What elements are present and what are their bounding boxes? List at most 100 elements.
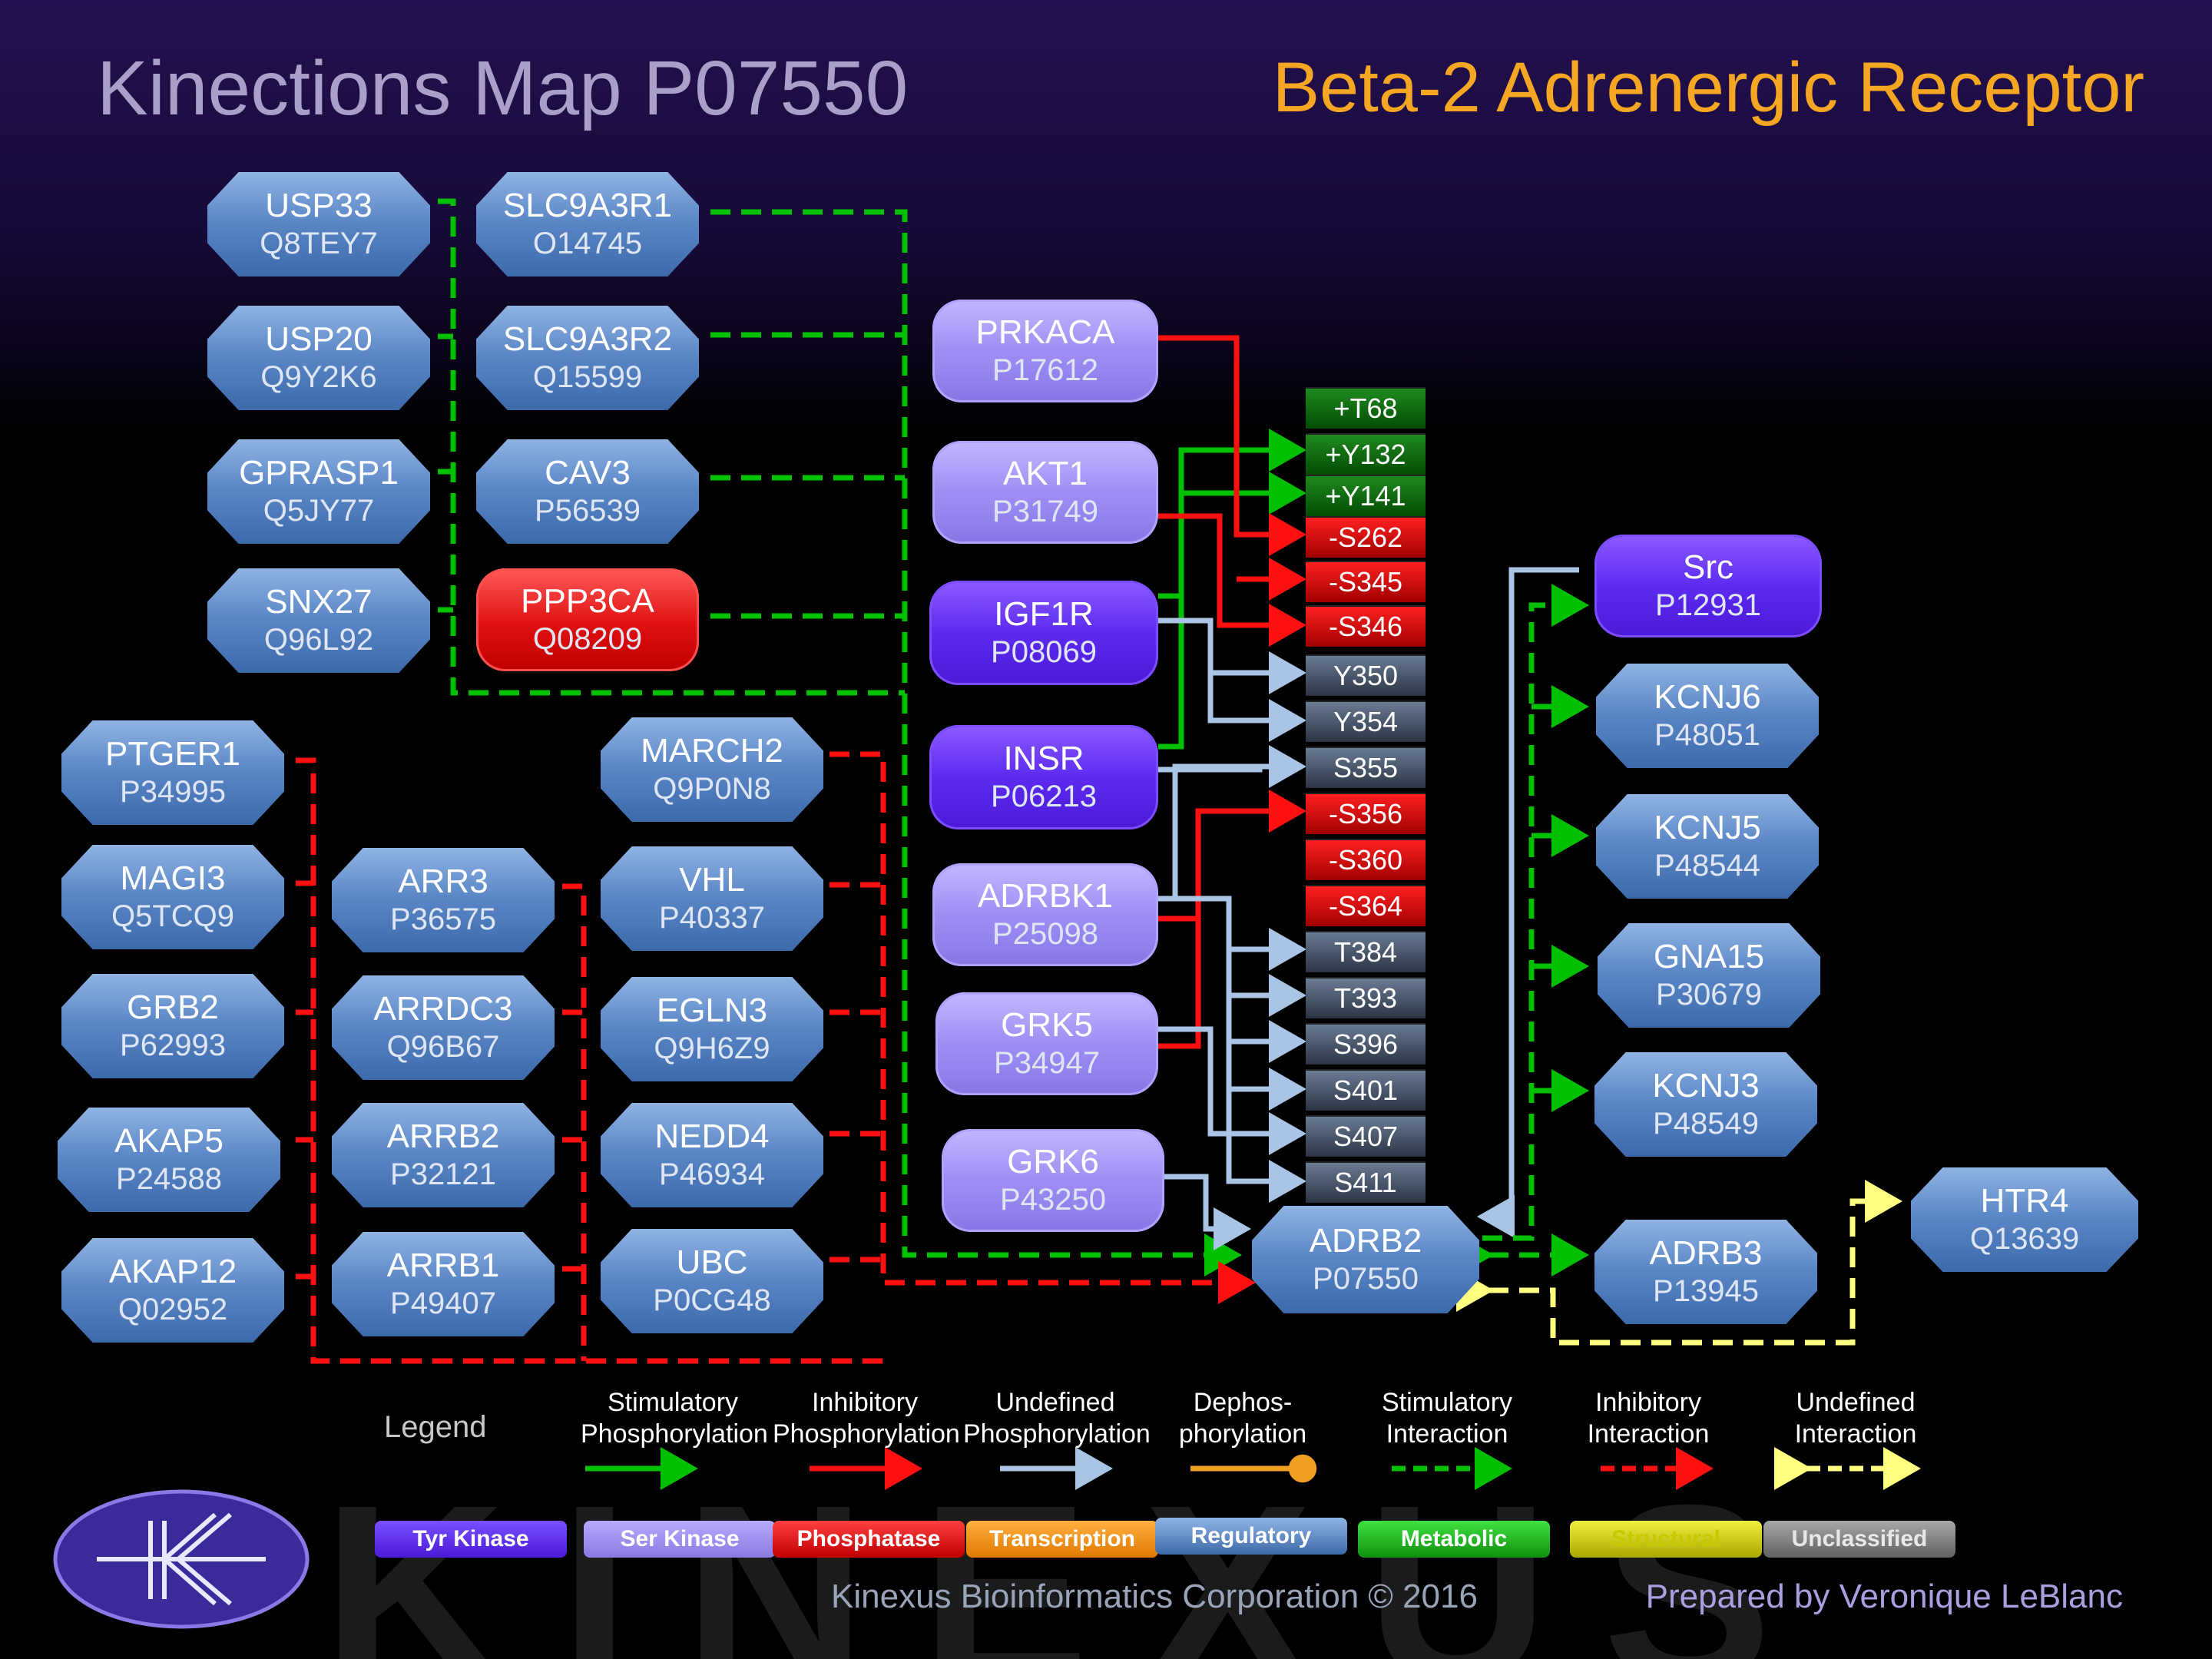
phosphosite[interactable]: Y354 bbox=[1306, 700, 1426, 742]
protein-id-label: Q13639 bbox=[1969, 1222, 2080, 1257]
kinexus-logo-icon bbox=[53, 1489, 310, 1629]
phosphosite[interactable]: S396 bbox=[1306, 1023, 1426, 1065]
phosphosite[interactable]: S355 bbox=[1306, 747, 1426, 788]
protein-id-label: P48051 bbox=[1654, 718, 1760, 753]
protein-id-label: Q15599 bbox=[532, 360, 643, 395]
protein-name-label: SLC9A3R2 bbox=[502, 320, 673, 359]
protein-id-label: P49407 bbox=[390, 1286, 496, 1321]
phosphosite[interactable]: +T68 bbox=[1306, 387, 1426, 429]
protein-id-label: P30679 bbox=[1656, 978, 1762, 1012]
legend-label-line: Undefined bbox=[1796, 1388, 1916, 1417]
protein-id-label: P34995 bbox=[120, 775, 226, 810]
protein-id-label: P25098 bbox=[992, 917, 1098, 952]
phosphosite[interactable]: -S360 bbox=[1306, 839, 1426, 880]
protein-name-label: AKT1 bbox=[1002, 455, 1088, 493]
protein-name-label: ADRB2 bbox=[1309, 1222, 1422, 1260]
protein-id-label: Q5TCQ9 bbox=[111, 899, 235, 934]
footer-copyright: Kinexus Bioinformatics Corporation © 201… bbox=[831, 1578, 1478, 1615]
legend-item-dephosphorylation: Dephos-phorylation bbox=[1151, 1387, 1335, 1450]
protein-id-label: Q02952 bbox=[118, 1293, 228, 1327]
protein-id-label: P31749 bbox=[992, 495, 1098, 529]
phosphosite[interactable]: T384 bbox=[1306, 931, 1426, 972]
protein-name: Beta-2 Adrenergic Receptor bbox=[1272, 48, 2144, 127]
protein-name-label: PPP3CA bbox=[521, 582, 654, 621]
phosphosite[interactable]: -S346 bbox=[1306, 605, 1426, 647]
legend-label-line: Phosphorylation bbox=[773, 1419, 960, 1449]
legend-label-line: Inhibitory bbox=[1595, 1388, 1701, 1417]
phosphosite[interactable]: -S262 bbox=[1306, 516, 1426, 558]
red-interaction-lines bbox=[296, 751, 1256, 1364]
legend-label-line: Dephos- bbox=[1193, 1388, 1293, 1417]
phosphosite[interactable]: -S356 bbox=[1306, 793, 1426, 834]
protein-id-label: P32121 bbox=[390, 1157, 496, 1192]
protein-name-label: KCNJ5 bbox=[1654, 809, 1761, 847]
protein-name-label: VHL bbox=[679, 861, 745, 899]
green-interaction-lines bbox=[438, 198, 1242, 1277]
phosphosite[interactable]: -S364 bbox=[1306, 885, 1426, 926]
protein-id-label: P48549 bbox=[1653, 1107, 1759, 1141]
phosphosite[interactable]: Y350 bbox=[1306, 654, 1426, 696]
undefined-interaction-lines bbox=[1456, 1180, 1902, 1346]
legend-label-line: Inhibitory bbox=[812, 1388, 918, 1417]
protein-id-label: Q08209 bbox=[532, 622, 643, 657]
phosphosite[interactable]: S407 bbox=[1306, 1115, 1426, 1157]
phosphosite[interactable]: +Y141 bbox=[1306, 475, 1426, 516]
protein-id-label: Q8TEY7 bbox=[260, 227, 378, 261]
protein-name-label: AKAP12 bbox=[108, 1253, 237, 1291]
phosphosite[interactable]: T393 bbox=[1306, 977, 1426, 1018]
protein-id-label: P56539 bbox=[535, 494, 641, 528]
protein-id-label: P0CG48 bbox=[653, 1283, 771, 1318]
protein-name-label: GRK5 bbox=[1001, 1006, 1093, 1045]
protein-id-label: P46934 bbox=[659, 1157, 765, 1192]
phosphosite[interactable]: +Y132 bbox=[1306, 433, 1426, 475]
category-badge-ser-kinase: Ser Kinase bbox=[584, 1521, 776, 1558]
category-badge-tyr-kinase: Tyr Kinase bbox=[375, 1521, 567, 1558]
category-badge-phosphatase: Phosphatase bbox=[773, 1521, 965, 1558]
phosphosite[interactable]: S401 bbox=[1306, 1069, 1426, 1111]
phosphosite[interactable]: -S345 bbox=[1306, 561, 1426, 602]
phosphosite[interactable]: S411 bbox=[1306, 1161, 1426, 1203]
